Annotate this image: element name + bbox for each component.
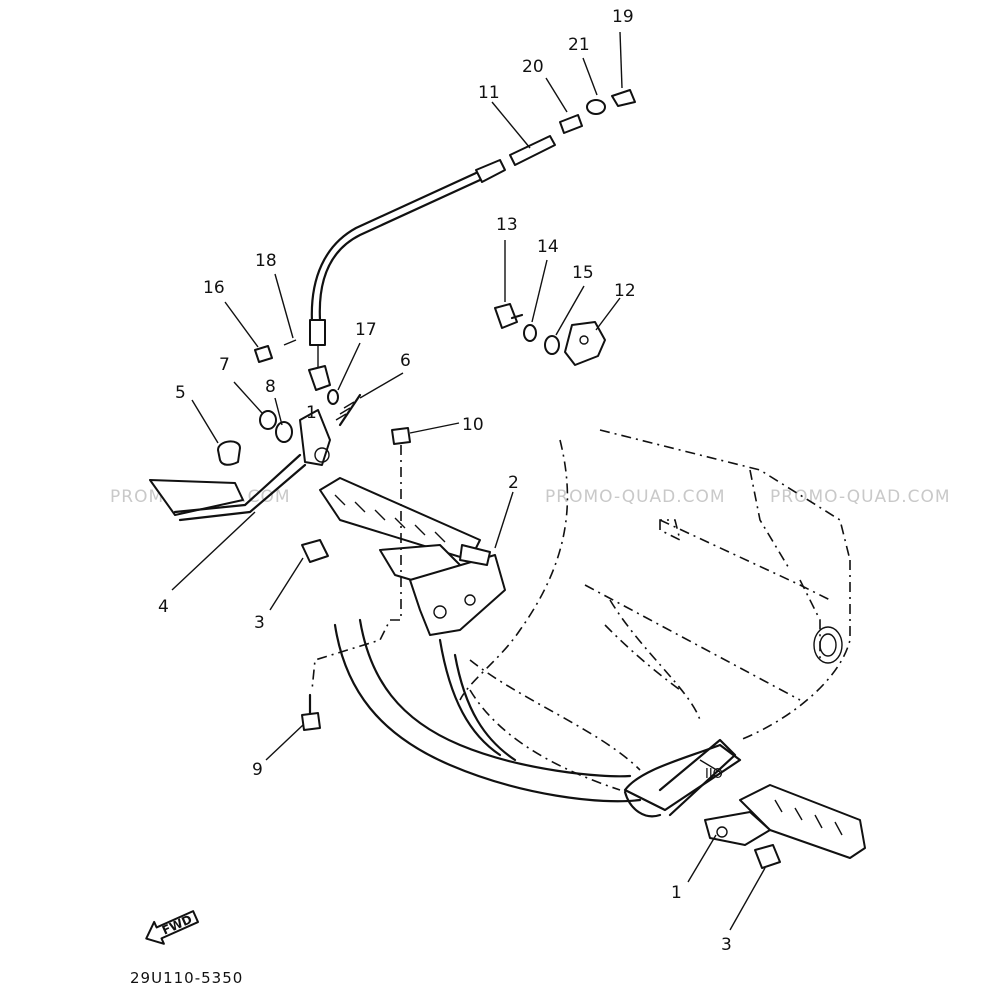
callout-9: 9 bbox=[252, 760, 263, 780]
joint-21 bbox=[586, 99, 606, 115]
callout-6: 6 bbox=[400, 351, 411, 371]
washer-14 bbox=[523, 324, 537, 342]
callout-10: 10 bbox=[462, 415, 484, 435]
callout-19: 19 bbox=[612, 7, 634, 27]
clevis bbox=[308, 365, 331, 391]
callout-7: 7 bbox=[219, 355, 230, 375]
callout-11: 11 bbox=[478, 83, 500, 103]
drawing-code: 29U110-5350 bbox=[130, 969, 243, 987]
callout-13: 13 bbox=[496, 215, 518, 235]
fwd-arrow-icon: FWD bbox=[145, 910, 200, 945]
footrest-pin bbox=[459, 544, 491, 566]
footrest-bracket bbox=[409, 554, 506, 636]
callout-15: 15 bbox=[572, 263, 594, 283]
right-footrest bbox=[704, 784, 866, 859]
callout-12: 12 bbox=[614, 281, 636, 301]
callout-3-lower: 3 bbox=[721, 935, 732, 955]
washer-8 bbox=[275, 421, 293, 443]
callout-14: 14 bbox=[537, 237, 559, 257]
callout-20: 20 bbox=[522, 57, 544, 77]
fwd-label: FWD bbox=[160, 912, 194, 938]
callout-2: 2 bbox=[508, 473, 519, 493]
pedal-pad bbox=[149, 479, 244, 516]
cotter-18 bbox=[283, 339, 297, 346]
leader-lines bbox=[171, 31, 766, 931]
bolt-9 bbox=[301, 712, 321, 731]
callout-18: 18 bbox=[255, 251, 277, 271]
bolt-13 bbox=[494, 303, 518, 329]
callout-5: 5 bbox=[175, 383, 186, 403]
callout-16: 16 bbox=[203, 278, 225, 298]
callout-21: 21 bbox=[568, 35, 590, 55]
bracket-parts bbox=[494, 303, 606, 366]
frame-lower-tube: IIO bbox=[333, 618, 742, 818]
bolt-3-lower bbox=[754, 844, 781, 869]
nut-17 bbox=[327, 389, 339, 405]
callout-3-upper: 3 bbox=[254, 613, 265, 633]
callout-8: 8 bbox=[265, 377, 276, 397]
left-footrest bbox=[319, 477, 506, 636]
callout-4: 4 bbox=[158, 597, 169, 617]
cap-5 bbox=[217, 440, 241, 466]
nut-10 bbox=[391, 427, 411, 445]
brake-pedal-assembly bbox=[149, 339, 362, 522]
spring-20 bbox=[559, 114, 583, 134]
brake-cable bbox=[309, 135, 556, 368]
watermark-right: PROMO-QUAD.COM bbox=[770, 487, 951, 507]
nut-19 bbox=[611, 89, 636, 107]
pin-16 bbox=[254, 345, 273, 363]
fasteners bbox=[301, 427, 781, 869]
tube-marking: IIO bbox=[705, 767, 723, 782]
washer-7 bbox=[259, 410, 277, 430]
washer-15 bbox=[544, 335, 560, 355]
watermark-center: PROMO-QUAD.COM bbox=[545, 487, 726, 507]
pedal-arm-4 bbox=[299, 409, 331, 466]
callout-1-lower: 1 bbox=[671, 883, 682, 903]
frame-outline bbox=[459, 429, 851, 791]
cable-end-parts bbox=[559, 89, 636, 134]
bolt-3-upper bbox=[301, 539, 329, 563]
callout-1-upper: 1 bbox=[306, 403, 317, 423]
callout-17: 17 bbox=[355, 320, 377, 340]
spring-6 bbox=[338, 393, 362, 427]
